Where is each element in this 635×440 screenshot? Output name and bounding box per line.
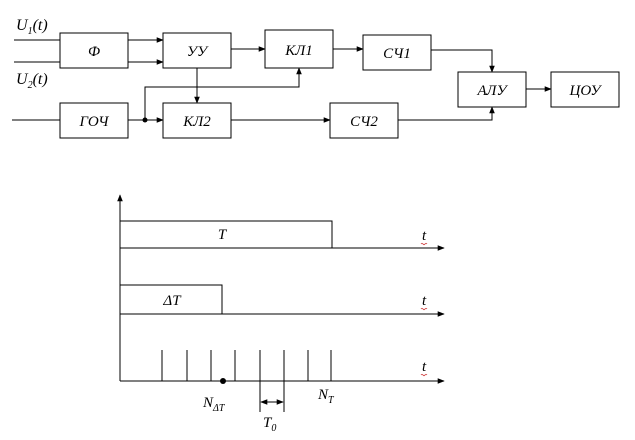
- block-sch1: [362, 34, 432, 71]
- block-kl2-label: КЛ2: [182, 114, 211, 130]
- row2-t-squiggle: [420, 307, 428, 311]
- block-sch2-label: СЧ2: [350, 114, 378, 130]
- block-diagram: U1(t) U2(t) Ф УУ КЛ1 СЧ1 ГОЧ КЛ2 СЧ2 АЛУ…: [12, 17, 620, 139]
- block-kl1-label: КЛ1: [284, 43, 313, 59]
- u1-label: U1(t): [16, 17, 48, 37]
- timing-diagram: T t ΔT t t NΔT NT: [117, 194, 445, 434]
- sch2-to-alu-line: [398, 106, 495, 121]
- block-alu-label: АЛУ: [476, 83, 508, 99]
- row3-t-squiggle: [420, 373, 428, 377]
- row2-t-label: t: [422, 293, 427, 309]
- block-f: [59, 32, 129, 69]
- goch-to-kl1-line: [144, 67, 302, 120]
- block-goch-label: ГОЧ: [79, 114, 111, 130]
- block-kl2: [162, 102, 232, 139]
- row1-pulse: [120, 220, 333, 248]
- block-tsou: [550, 71, 620, 108]
- block-uu: [162, 32, 232, 69]
- block-sch2: [329, 102, 399, 139]
- row3-t-label: t: [422, 359, 427, 375]
- n-delta-t-label: NΔT: [202, 395, 226, 414]
- u2-label: U2(t): [16, 71, 48, 91]
- t0-label: T0: [263, 415, 276, 434]
- row1-t-label: t: [422, 228, 427, 244]
- block-sch1-label: СЧ1: [383, 46, 411, 62]
- row2-pulse: [120, 284, 223, 314]
- row1-t-squiggle: [420, 242, 428, 246]
- n-t-label: NT: [317, 387, 335, 406]
- n-delta-t-marker: [220, 378, 226, 384]
- block-tsou-label: ЦОУ: [569, 83, 603, 99]
- block-f-label: Ф: [88, 44, 100, 60]
- impulse-train: [161, 350, 332, 381]
- row2-pulse-label: ΔT: [162, 293, 182, 309]
- block-uu-label: УУ: [187, 44, 209, 60]
- row1-pulse-label: T: [218, 227, 228, 243]
- sch1-to-alu-line: [431, 49, 495, 73]
